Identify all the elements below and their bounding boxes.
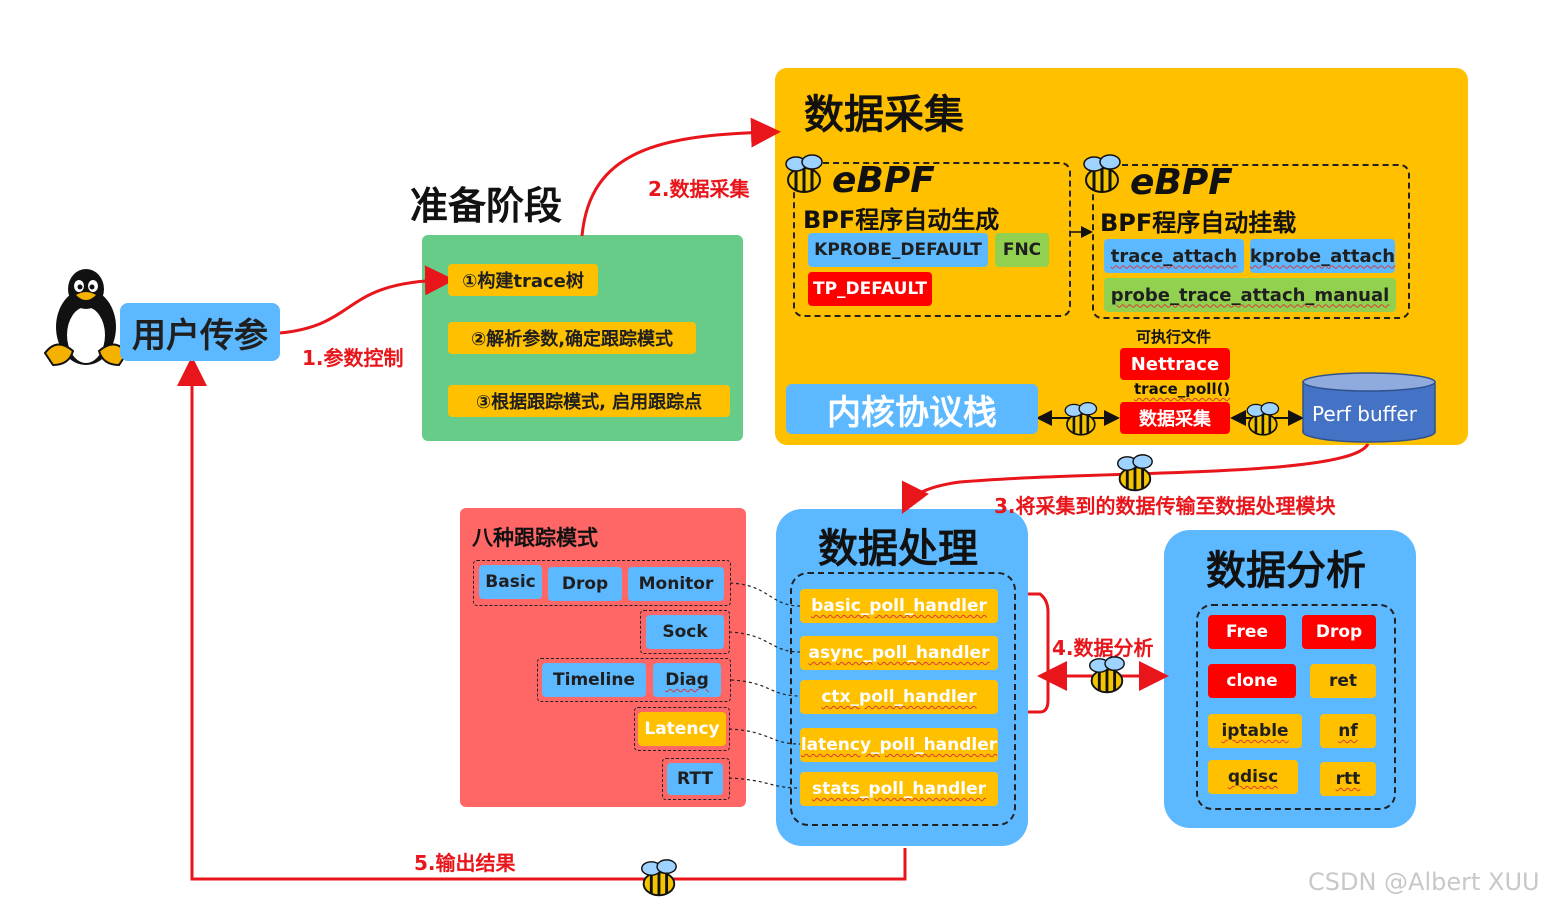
bee-icon <box>1242 400 1282 440</box>
label-data-collect: 2.数据采集 <box>648 177 750 201</box>
trace-poll-label: trace_poll() <box>1134 380 1231 398</box>
modes-row-5 <box>662 758 730 800</box>
analysis-title: 数据分析 <box>1206 548 1366 594</box>
ebpf-logo-1: eBPF <box>832 160 935 201</box>
bee-icon <box>1084 654 1128 698</box>
label-analysis: 4.数据分析 <box>1052 636 1154 660</box>
mode-timeline: Timeline <box>542 663 646 697</box>
handler-ctx: ctx_poll_handler <box>800 680 998 714</box>
user-params-box: 用户传参 <box>120 303 280 361</box>
mode-diag: Diag <box>653 663 721 697</box>
handler-async: async_poll_handler <box>800 636 998 670</box>
user-params-label: 用户传参 <box>132 315 268 356</box>
bee-icon <box>780 152 826 198</box>
label-transfer: 3.将采集到的数据传输至数据处理模块 <box>994 494 1336 518</box>
modes-row-4 <box>634 707 730 751</box>
modes-title: 八种跟踪模式 <box>472 526 598 550</box>
mode-sock: Sock <box>646 615 724 649</box>
analysis-qdisc: qdisc <box>1208 760 1298 794</box>
analysis-drop: Drop <box>1302 615 1376 649</box>
kernel-stack-box: 内核协议栈 <box>786 384 1038 434</box>
bee-icon <box>1112 452 1156 496</box>
bpf-attach-title: BPF程序自动挂载 <box>1100 209 1297 237</box>
bpf-gen-title: BPF程序自动生成 <box>803 206 1000 234</box>
bee-icon <box>1060 400 1100 440</box>
analysis-free: Free <box>1208 615 1286 649</box>
prep-step-3: ③根据跟踪模式, 启用跟踪点 <box>448 385 730 417</box>
analysis-group <box>1196 604 1396 810</box>
perf-buffer-label: Perf buffer <box>1312 402 1417 426</box>
bpf-attach-group <box>1092 164 1410 319</box>
analysis-rtt: rtt <box>1320 762 1376 796</box>
handler-latency: latency_poll_handler <box>800 728 998 762</box>
label-output: 5.输出结果 <box>414 851 516 875</box>
prep-step-2: ②解析参数,确定跟踪模式 <box>448 322 696 354</box>
mode-rtt: RTT <box>667 763 723 795</box>
handler-stats: stats_poll_handler <box>800 772 998 806</box>
bpf-gen-group <box>793 162 1071 317</box>
linux-penguin-icon <box>43 269 129 367</box>
process-title: 数据处理 <box>818 526 978 572</box>
nettrace-box: Nettrace <box>1120 348 1230 380</box>
fnc-box: FNC <box>995 233 1049 267</box>
prep-title: 准备阶段 <box>410 184 563 228</box>
exec-label: 可执行文件 <box>1136 328 1212 346</box>
bee-icon <box>636 857 680 901</box>
modes-row-2 <box>640 610 730 654</box>
label-param-control: 1.参数控制 <box>302 346 404 370</box>
collect-title: 数据采集 <box>804 92 964 138</box>
modes-row-1 <box>473 560 731 606</box>
trace-attach-box: trace_attach <box>1104 239 1244 273</box>
kprobe-default-box: KPROBE_DEFAULT <box>808 233 988 267</box>
ebpf-logo-2: eBPF <box>1130 162 1233 203</box>
watermark: CSDN @Albert XUU <box>1308 868 1540 896</box>
bracket-process <box>1028 592 1050 714</box>
probe-trace-attach-manual-box: probe_trace_attach_manual <box>1104 278 1396 312</box>
mode-drop: Drop <box>548 567 622 601</box>
handler-basic: basic_poll_handler <box>800 589 998 623</box>
kprobe-attach-box: kprobe_attach <box>1250 239 1395 273</box>
handlers-group <box>790 572 1016 826</box>
collect-box: 数据采集 <box>1120 402 1230 434</box>
analysis-ret: ret <box>1310 664 1376 698</box>
analysis-nf: nf <box>1320 714 1376 748</box>
mode-basic: Basic <box>479 565 542 599</box>
modes-row-3 <box>537 658 731 702</box>
bee-icon <box>1078 152 1124 198</box>
perf-buffer-cylinder <box>1302 372 1436 443</box>
mode-monitor: Monitor <box>628 567 724 601</box>
tp-default-box: TP_DEFAULT <box>808 272 932 306</box>
analysis-iptable: iptable <box>1208 714 1302 748</box>
prep-step-1: ①构建trace树 <box>448 264 598 296</box>
mode-latency: Latency <box>638 712 726 746</box>
analysis-clone: clone <box>1208 664 1296 698</box>
